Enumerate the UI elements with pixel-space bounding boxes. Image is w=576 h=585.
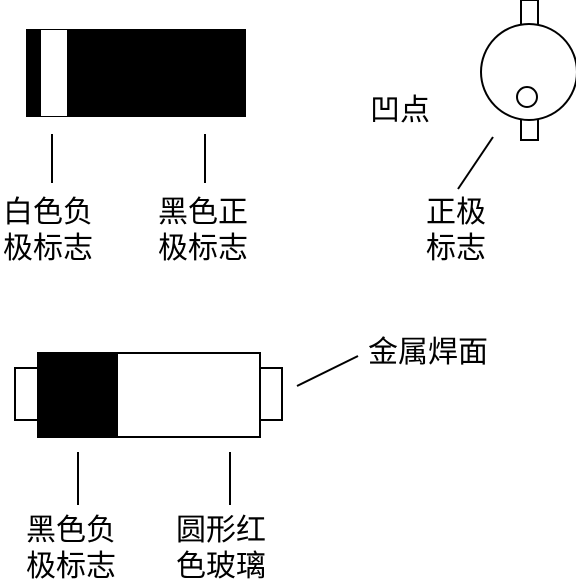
top-lead [520,0,539,27]
label-red-glass: 圆形红 色玻璃 [176,513,276,584]
leader-positive-mark [457,136,494,190]
round-body [480,23,576,121]
bottom-lead [520,117,539,141]
label-black-positive: 黑色正 极标志 [158,195,258,266]
leader-metal-solder [296,355,359,387]
label-black-negative: 黑色负 极标志 [26,513,126,584]
dimple [516,86,538,108]
label-positive-mark: 正极 标志 [426,195,496,266]
label-metal-solder: 金属焊面 [368,335,488,370]
left-solder-end [14,367,40,421]
top-left-component [26,29,246,183]
white-negative-band [41,30,67,116]
cylindrical-component [14,352,359,505]
label-dimple: 凹点 [370,93,430,128]
round-component [457,0,576,190]
label-white-negative: 白色负 极标志 [3,195,103,266]
black-negative-band [38,353,118,437]
right-solder-end [259,367,283,421]
